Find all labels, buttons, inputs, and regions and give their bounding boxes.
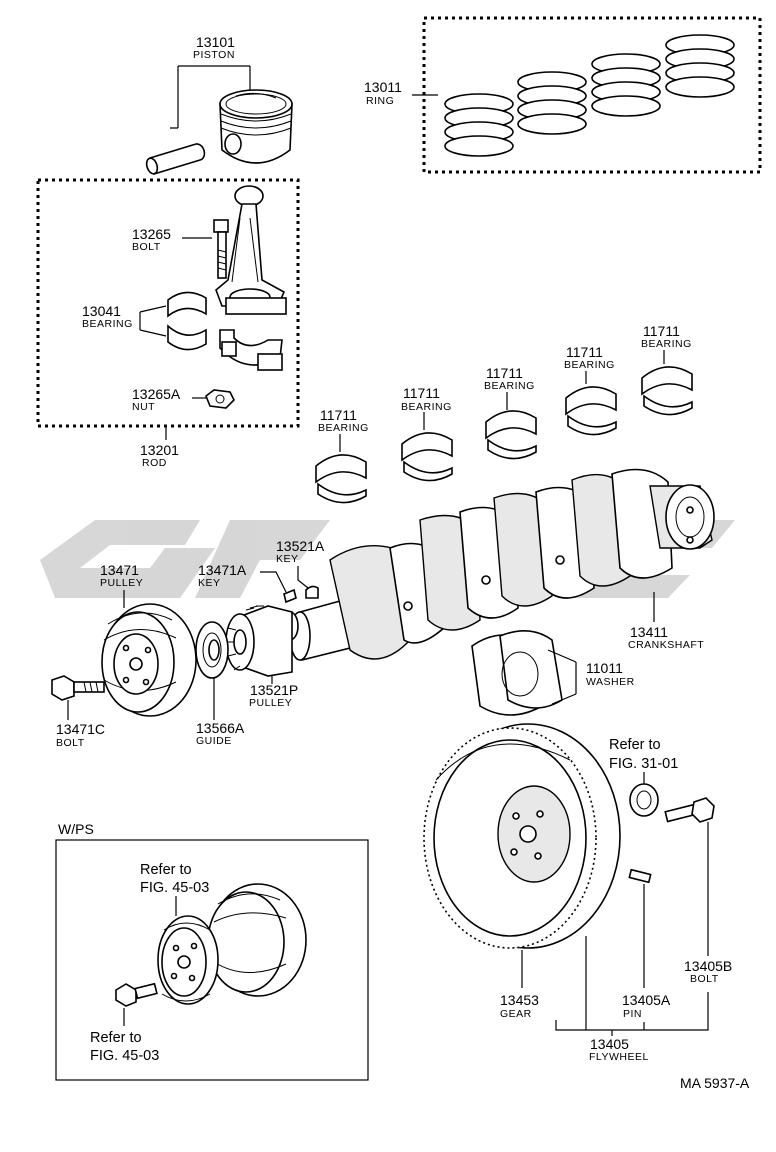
key-13521a-icon	[305, 585, 319, 599]
pin-name: PIN	[623, 1008, 642, 1020]
crank-pulley-icon	[101, 603, 197, 717]
main-bearing-5-number: 11711	[643, 323, 680, 339]
main-bearing-4-icon	[565, 386, 617, 436]
piston-group: 13101 PISTON	[145, 34, 293, 176]
main-bearing-1-icon	[315, 454, 367, 504]
guide-number: 13566A	[196, 720, 245, 736]
main-bearings-group: 11711 BEARING 11711 BEARING 11711 BEARIN…	[315, 323, 693, 504]
wps-inset: W/PS Refer to FIG. 45-03 Refer to FIG. 4…	[55, 821, 369, 1081]
rod-group: 13265 BOLT 13041 BEARING 13265A NUT 1320…	[36, 178, 300, 469]
guide-icon	[195, 621, 229, 679]
rod-nut-number: 13265A	[132, 386, 181, 402]
ps-bolt-icon	[115, 982, 158, 1007]
diagram-code: MA 5937-A	[680, 1075, 750, 1091]
main-bearing-5-icon	[641, 366, 693, 416]
key-2-number: 13471A	[198, 562, 247, 578]
pilot-bearing-icon	[629, 783, 659, 817]
flywheel-bolt-name: BOLT	[690, 973, 719, 985]
fig45a-ref-line1: Refer to	[140, 862, 192, 878]
pin-number: 13405A	[622, 992, 671, 1008]
flywheel-bolt-icon	[664, 797, 715, 823]
fig45b-ref-line1: Refer to	[90, 1030, 142, 1046]
fig45a-ref-line2: FIG. 45-03	[140, 880, 209, 896]
inset-label: W/PS	[58, 821, 94, 837]
piston-pin-icon	[145, 143, 206, 176]
key-13471a-icon	[283, 588, 297, 604]
flywheel-number: 13405	[590, 1036, 629, 1052]
key-1-number: 13521A	[276, 538, 325, 554]
main-bearing-3-icon	[485, 410, 537, 460]
flywheel-pin-icon	[628, 868, 652, 884]
piston-icon	[219, 89, 293, 164]
crank-pulley-number: 13471	[100, 562, 139, 578]
rod-bearing-number: 13041	[82, 303, 121, 319]
flywheel-name: FLYWHEEL	[589, 1051, 649, 1063]
crank-pulley-name: PULLEY	[100, 577, 143, 589]
ring-set-2-icon	[517, 71, 587, 135]
ring-set-1-icon	[444, 93, 514, 157]
main-bearing-1-number: 11711	[320, 407, 357, 423]
main-bearing-5-name: BEARING	[641, 338, 692, 350]
crankshaft-name: CRANKSHAFT	[628, 639, 704, 651]
main-bearing-2-number: 11711	[403, 385, 440, 401]
pulley-bolt-icon	[51, 675, 105, 701]
main-bearing-4-name: BEARING	[564, 359, 615, 371]
piston-number: 13101	[196, 34, 235, 50]
fig31-ref-line1: Refer to	[609, 737, 661, 753]
flywheel-bolt-number: 13405B	[684, 958, 732, 974]
rod-bolt-name: BOLT	[132, 241, 161, 253]
rod-bearing-name: BEARING	[82, 318, 133, 330]
ring-set-3-icon	[591, 53, 661, 117]
ring-set-4-icon	[665, 34, 735, 98]
crankshaft-icon	[281, 468, 715, 662]
thrust-washer-icon	[471, 630, 563, 716]
piston-name: PISTON	[193, 49, 235, 61]
rod-bolt-number: 13265	[132, 226, 171, 242]
rod-bearing-icon	[167, 291, 207, 351]
main-bearing-1-name: BEARING	[318, 422, 369, 434]
main-bearing-3-name: BEARING	[484, 380, 535, 392]
timing-pulley-icon	[225, 605, 293, 677]
rod-bolt-icon	[213, 219, 229, 279]
pulley-bolt-number: 13471C	[56, 721, 105, 737]
fig45b-ref-line2: FIG. 45-03	[90, 1048, 159, 1064]
ring-number: 13011	[364, 79, 402, 95]
rod-nut-name: NUT	[132, 401, 155, 413]
pulley-bolt-name: BOLT	[56, 737, 85, 749]
main-bearing-4-number: 11711	[566, 344, 603, 360]
fig31-ref-line2: FIG. 31-01	[609, 756, 678, 772]
key-1-name: KEY	[276, 553, 299, 565]
key-2-name: KEY	[198, 577, 221, 589]
timing-pulley-name: PULLEY	[249, 697, 292, 709]
main-bearing-3-number: 11711	[486, 365, 523, 381]
washer-name: WASHER	[586, 676, 635, 688]
gear-name: GEAR	[500, 1008, 532, 1020]
flywheel-icon	[423, 723, 621, 949]
guide-name: GUIDE	[196, 735, 232, 747]
ring-name: RING	[366, 95, 394, 107]
ring-group: 13011 RING	[364, 16, 762, 174]
rod-number: 13201	[140, 442, 179, 458]
gear-number: 13453	[500, 992, 539, 1008]
timing-pulley-number: 13521P	[250, 682, 298, 698]
main-bearing-2-icon	[401, 432, 453, 482]
connecting-rod-icon	[215, 185, 287, 315]
rod-nut-icon	[205, 389, 235, 409]
washer-number: 11011	[586, 660, 623, 676]
crankshaft-number: 13411	[630, 624, 668, 640]
rod-name: ROD	[142, 457, 167, 469]
ps-pulley-icon	[157, 883, 307, 1005]
main-bearing-2-name: BEARING	[401, 401, 452, 413]
rod-cap-icon	[219, 329, 283, 371]
